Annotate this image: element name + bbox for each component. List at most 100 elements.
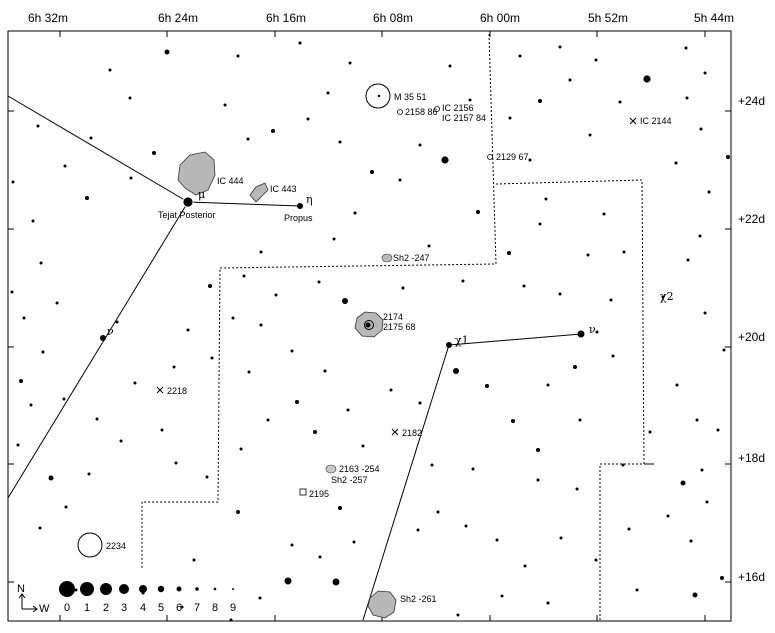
star: [468, 98, 472, 102]
star: [236, 510, 240, 514]
ngc2163-nebula: [325, 464, 337, 474]
star: [361, 444, 365, 448]
star: [536, 448, 540, 452]
star: [129, 176, 133, 180]
star: [538, 222, 542, 226]
star: [538, 99, 542, 103]
star: [377, 94, 381, 98]
legend-label-mag-2: 2: [103, 602, 109, 614]
star: [19, 379, 23, 383]
star: [36, 124, 40, 128]
sh2-247-nebula: [381, 253, 393, 263]
star: [317, 280, 321, 284]
star: [559, 536, 563, 540]
star: [471, 467, 475, 471]
star: [182, 196, 194, 208]
star: [544, 197, 548, 201]
chi1-ori-label: χ1: [455, 334, 469, 347]
star: [686, 258, 690, 262]
star: [41, 350, 45, 354]
star: [11, 180, 15, 184]
legend-label-mag-5: 5: [158, 602, 164, 614]
star: [500, 594, 504, 598]
ngc2129-label: 2129 67: [496, 152, 529, 162]
ic443-nebula: [249, 182, 269, 203]
ic444-nebula: [177, 151, 216, 196]
ra-label-600: 6h 00m: [480, 11, 520, 25]
star: [48, 475, 54, 481]
compass-w: W: [39, 603, 50, 615]
dec-label-18: +18d: [738, 451, 765, 465]
star: [95, 417, 99, 421]
star: [186, 328, 190, 332]
star: [464, 524, 468, 528]
chart-frame: [7, 30, 732, 622]
star: [621, 463, 625, 467]
star: [476, 210, 480, 214]
star: [602, 212, 606, 216]
star: [448, 64, 452, 68]
ngc2158-label: 2158 86: [405, 107, 438, 117]
star: [223, 103, 227, 107]
star: [29, 403, 33, 407]
legend-label-mag-7: 7: [194, 602, 200, 614]
dec-label-22: +22d: [738, 212, 765, 226]
star: [210, 356, 214, 360]
star: [259, 250, 263, 254]
star: [695, 418, 699, 422]
m35-cluster: [365, 83, 391, 109]
ra-label-616: 6h 16m: [266, 11, 306, 25]
star: [31, 219, 35, 223]
star: [703, 71, 707, 75]
legend-dot-mag-9: [232, 588, 234, 590]
star: [62, 397, 66, 401]
star: [74, 588, 78, 592]
star: [332, 237, 336, 241]
star: [575, 487, 579, 491]
m35-label: M 35 51: [394, 92, 427, 102]
star: [594, 58, 598, 62]
star: [119, 439, 123, 443]
star: [648, 430, 652, 434]
ngc2163-label: 2163 -254: [339, 464, 380, 474]
star: [89, 136, 93, 140]
dec-label-20: +20d: [738, 330, 765, 344]
legend-dot-mag-2: [100, 583, 112, 595]
constellation-boundaries: [141, 33, 654, 620]
ngc2234-label: 2234: [106, 541, 126, 551]
star: [416, 528, 420, 532]
star: [642, 74, 652, 84]
ra-label-544: 5h 44m: [694, 11, 734, 25]
star: [586, 253, 590, 257]
legend-label-mag-8: 8: [212, 602, 218, 614]
star: [398, 178, 402, 182]
ic2157-label: IC 2157 84: [442, 113, 486, 123]
star: [698, 234, 702, 238]
star: [700, 468, 704, 472]
star: [546, 601, 550, 605]
star: [518, 54, 522, 58]
star: [332, 578, 340, 586]
star: [675, 383, 679, 387]
ic2156-label: IC 2156: [442, 103, 474, 113]
legend-label-mag-4: 4: [140, 602, 146, 614]
star: [430, 463, 434, 467]
legend-label-mag-6: 6: [176, 602, 182, 614]
ngc2195-label: 2195: [309, 489, 329, 499]
legend-dot-mag-7: [195, 587, 199, 591]
ngc2195-marker: [299, 488, 307, 496]
ra-label-552: 5h 52m: [588, 11, 628, 25]
star: [205, 475, 209, 479]
star: [284, 577, 292, 585]
star: [64, 505, 68, 509]
star: [485, 384, 489, 388]
star: [699, 127, 703, 131]
star: [436, 510, 440, 514]
star: [39, 261, 43, 265]
legend-label-mag-3: 3: [121, 602, 127, 614]
star: [246, 137, 250, 141]
star: [507, 251, 511, 255]
legend-label-mag-1: 1: [84, 602, 90, 614]
ra-label-608: 6h 08m: [373, 11, 413, 25]
